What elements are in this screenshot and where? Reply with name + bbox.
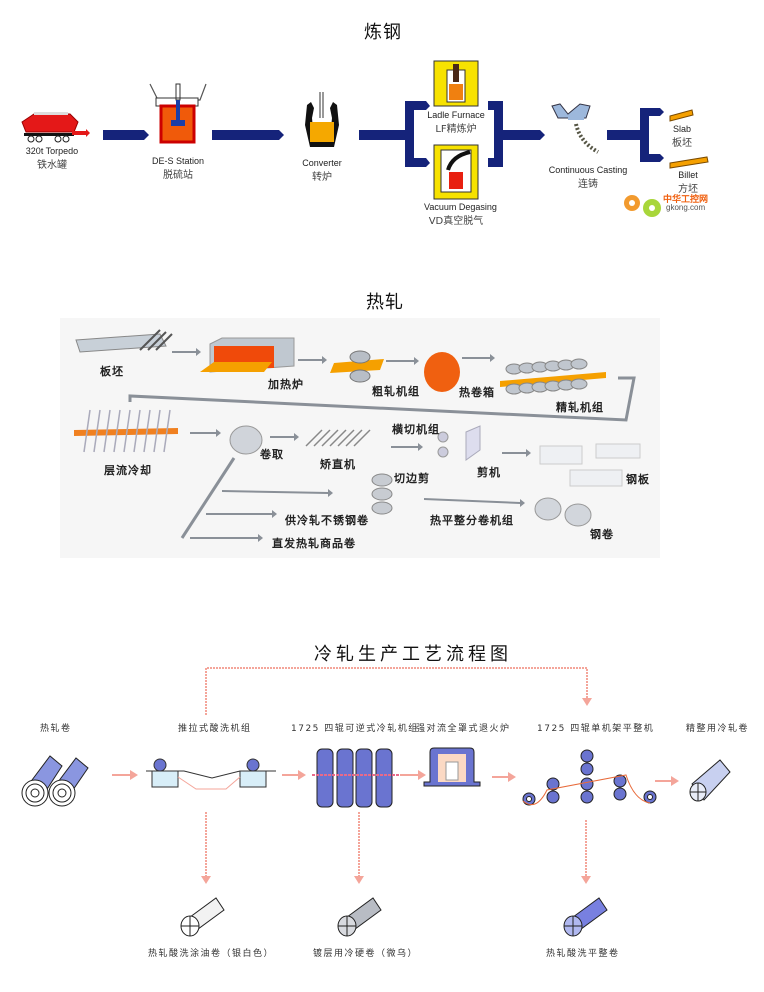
stage-converter: Converter 转炉 bbox=[302, 158, 342, 183]
watermark-gear-icon bbox=[624, 195, 661, 217]
laminar-cooling-icon bbox=[74, 409, 178, 453]
steel-plate-icon bbox=[539, 443, 641, 487]
cr-stage-hot-coil: 热轧卷 bbox=[40, 724, 72, 734]
hr-label-edge-trim: 切边剪 bbox=[394, 472, 430, 485]
cr-stage-pickling: 推拉式酸洗机组 bbox=[178, 724, 252, 734]
cr-flow-arrows bbox=[112, 770, 679, 786]
watermark-url: gkong.com bbox=[666, 203, 706, 212]
desulfurization-station-icon bbox=[149, 83, 207, 144]
hr-label-slitting: 热平整分卷机组 bbox=[430, 514, 514, 527]
bypass-flow-line bbox=[205, 667, 588, 715]
skin-pass-mill-icon bbox=[522, 749, 657, 806]
cr-stage-skin-pass: 1725 四辊单机架平整机 bbox=[537, 724, 655, 734]
hot-rolling-diagram bbox=[74, 329, 641, 542]
stage-des-station: DE-S Station 脱硫站 bbox=[151, 156, 205, 181]
ladle-furnace-icon bbox=[433, 60, 479, 107]
stage-continuous-casting: Continuous Casting 连铸 bbox=[548, 165, 628, 190]
hot-rolling-title: 热轧 bbox=[366, 292, 404, 313]
cold-rolling-title: 冷轧生产工艺流程图 bbox=[314, 644, 512, 665]
watermark-cn: 中华工控网 bbox=[663, 195, 709, 205]
product-slab: Slab 板坯 bbox=[672, 124, 692, 149]
stage-vacuum-degassing: Vacuum Degasing VD真空脱气 bbox=[424, 202, 497, 227]
hr-label-commercial: 直发热轧商品卷 bbox=[272, 537, 356, 550]
steel-coil-icon bbox=[534, 497, 592, 527]
hr-label-roughing: 粗轧机组 bbox=[372, 385, 420, 398]
hr-label-plate: 钢板 bbox=[626, 473, 650, 486]
hr-label-stainless: 供冷轧不锈钢卷 bbox=[285, 514, 369, 527]
hot-rolled-coil-icon bbox=[21, 755, 89, 807]
split-bracket bbox=[405, 101, 430, 167]
pickled-oiled-coil-icon bbox=[180, 897, 225, 937]
heating-furnace-icon bbox=[200, 337, 295, 373]
continuous-casting-icon bbox=[551, 103, 600, 154]
hot-coil-box-icon bbox=[424, 352, 460, 392]
coiler-icon bbox=[229, 425, 263, 455]
shear-icon bbox=[437, 425, 481, 461]
pickling-line-icon bbox=[146, 758, 276, 790]
cr-stage-reversing-mill: 1725 四辊可逆式冷轧机组 bbox=[291, 724, 419, 734]
slab-icon bbox=[669, 109, 694, 122]
hr-label-cut-line: 横切机组 bbox=[392, 423, 440, 436]
slab-stack-icon bbox=[75, 329, 173, 353]
stage-torpedo: 320t Torpedo 铁水罐 bbox=[25, 146, 79, 171]
hr-label-coiler: 卷取 bbox=[260, 448, 284, 461]
hr-label-shear: 剪机 bbox=[477, 466, 501, 479]
product-billet: Billet 方坯 bbox=[678, 170, 698, 195]
torpedo-car-icon bbox=[21, 112, 90, 143]
return-flow-line bbox=[128, 376, 636, 422]
reversing-cold-mill-icon bbox=[312, 748, 400, 808]
cr-product-skin-passed: 热轧酸洗平整卷 bbox=[546, 949, 620, 959]
hr-label-leveler: 矫直机 bbox=[320, 458, 356, 471]
steelmaking-title: 炼钢 bbox=[364, 22, 402, 43]
hr-arrows bbox=[172, 348, 495, 365]
branch-line bbox=[180, 457, 236, 539]
vacuum-degassing-icon bbox=[433, 144, 479, 200]
steelmaking-diagram bbox=[21, 60, 709, 217]
hr-label-coil: 钢卷 bbox=[590, 528, 614, 541]
hr-label-slab: 板坯 bbox=[100, 365, 124, 378]
merge-bracket bbox=[488, 101, 545, 167]
edge-trimmer-icon bbox=[371, 473, 393, 515]
cr-stage-finished-coil: 精整用冷轧卷 bbox=[686, 724, 750, 734]
roughing-mill-icon bbox=[330, 350, 384, 383]
cold-rolled-coil-icon bbox=[689, 759, 731, 802]
stage-ladle-furnace: Ladle Furnace LF精炼炉 bbox=[427, 110, 485, 135]
finishing-mill-icon bbox=[500, 358, 606, 395]
billet-icon bbox=[669, 156, 709, 169]
leveler-icon bbox=[305, 429, 371, 447]
full-hard-coil-icon bbox=[337, 897, 382, 937]
hr-label-cooling: 层流冷却 bbox=[104, 464, 152, 477]
flow-arrow bbox=[103, 130, 149, 140]
cr-product-pickled-oiled: 热轧酸洗涂油卷（银白色） bbox=[148, 949, 275, 959]
flow-arrow bbox=[359, 130, 408, 140]
flow-arrow bbox=[212, 130, 284, 140]
cr-down-arrows bbox=[201, 812, 591, 884]
annealing-furnace-icon bbox=[423, 747, 481, 787]
hr-label-coilbox: 热卷箱 bbox=[459, 386, 495, 399]
hr-label-finishing: 精轧机组 bbox=[556, 401, 604, 414]
pickled-skin-passed-coil-icon bbox=[563, 897, 608, 937]
product-bracket bbox=[607, 108, 664, 162]
converter-icon bbox=[305, 92, 339, 147]
cr-stage-annealing: 强对流全罩式退火炉 bbox=[416, 724, 511, 734]
hr-label-furnace: 加热炉 bbox=[268, 378, 304, 391]
cr-product-full-hard: 镀层用冷硬卷（微乌） bbox=[313, 949, 419, 959]
